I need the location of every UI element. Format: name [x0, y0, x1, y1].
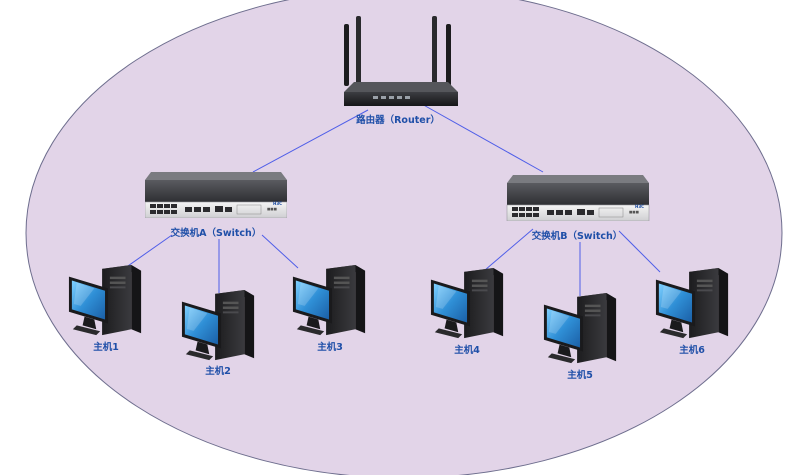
network-boundary-ellipse — [25, 0, 783, 475]
host-5: 主机5 — [543, 292, 617, 381]
host-2: 主机2 — [181, 289, 255, 377]
host-4-label: 主机4 — [454, 344, 480, 356]
switch-a-label: 交换机A（Switch） — [171, 227, 262, 239]
host-4: 主机4 — [430, 267, 504, 356]
link-lines — [124, 102, 661, 296]
host-3: 主机3 — [292, 264, 366, 353]
host-1-label: 主机1 — [93, 341, 119, 353]
router-device: 路由器（Router） — [344, 16, 458, 126]
switch-a-device: 交换机A（Switch） — [145, 172, 287, 239]
link-switch-b-host4 — [484, 228, 534, 271]
host-1: 主机1 — [68, 264, 142, 353]
switch-icon — [145, 172, 287, 218]
router-label: 路由器（Router） — [356, 114, 440, 126]
host-2-label: 主机2 — [205, 365, 231, 377]
router-icon — [344, 16, 458, 106]
host-3-label: 主机3 — [317, 341, 343, 353]
link-router-switch-b — [419, 102, 544, 173]
link-switch-a-host3 — [261, 234, 299, 269]
link-switch-a-host1 — [124, 234, 173, 269]
switch-b-device: 交换机B（Switch） — [506, 175, 650, 242]
link-router-switch-a — [252, 109, 369, 173]
switch-b-label: 交换机B（Switch） — [532, 230, 623, 242]
host-6: 主机6 — [655, 267, 729, 356]
host-5-label: 主机5 — [567, 369, 593, 381]
link-switch-b-host6 — [618, 230, 661, 273]
switch-icon — [506, 175, 650, 221]
host-6-label: 主机6 — [679, 344, 705, 356]
